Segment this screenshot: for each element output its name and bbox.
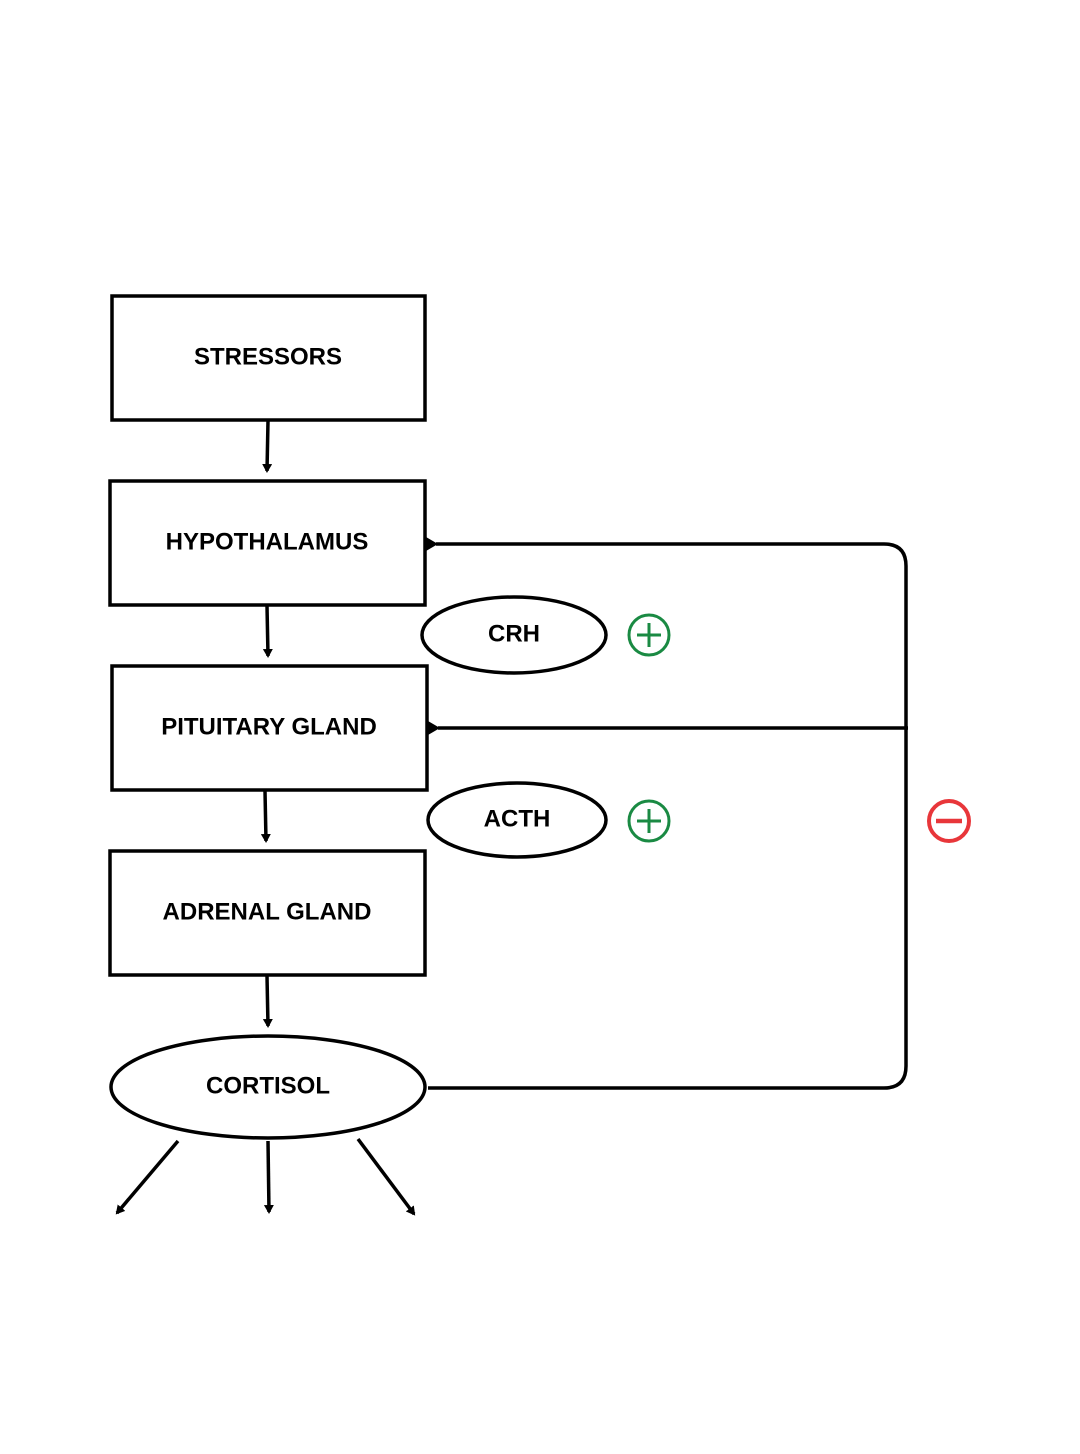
stressors-box: STRESSORS xyxy=(110,294,427,422)
arrow-cortisol-output-left xyxy=(115,1139,180,1215)
arrow-pituitary-to-adrenal xyxy=(260,790,271,843)
hypothalamus-box: HYPOTHALAMUS xyxy=(108,479,427,607)
stressors-label: STRESSORS xyxy=(194,343,342,370)
arrow-cortisol-output-center xyxy=(263,1140,274,1214)
feedback-negative-icon xyxy=(927,799,971,843)
crh-label: CRH xyxy=(488,620,540,647)
adrenal-gland-box: ADRENAL GLAND xyxy=(108,849,427,977)
arrow-adrenal-to-cortisol xyxy=(262,975,273,1028)
crh-positive-icon xyxy=(627,613,671,657)
acth-ellipse: ACTH xyxy=(426,781,608,859)
pituitary-gland-box: PITUITARY GLAND xyxy=(110,664,429,792)
cortisol-label: CORTISOL xyxy=(206,1072,330,1099)
cortisol-ellipse: CORTISOL xyxy=(109,1034,427,1140)
arrow-stressors-to-hypothalamus xyxy=(262,420,273,473)
adrenal-gland-label: ADRENAL GLAND xyxy=(163,898,372,925)
acth-label: ACTH xyxy=(484,805,551,832)
feedback-loop-line xyxy=(426,537,908,1090)
pituitary-gland-label: PITUITARY GLAND xyxy=(161,713,377,740)
arrow-hypothalamus-to-pituitary xyxy=(262,605,273,658)
hypothalamus-label: HYPOTHALAMUS xyxy=(166,528,369,555)
acth-positive-icon xyxy=(627,799,671,843)
crh-ellipse: CRH xyxy=(420,595,608,675)
arrow-cortisol-output-right xyxy=(356,1137,416,1216)
